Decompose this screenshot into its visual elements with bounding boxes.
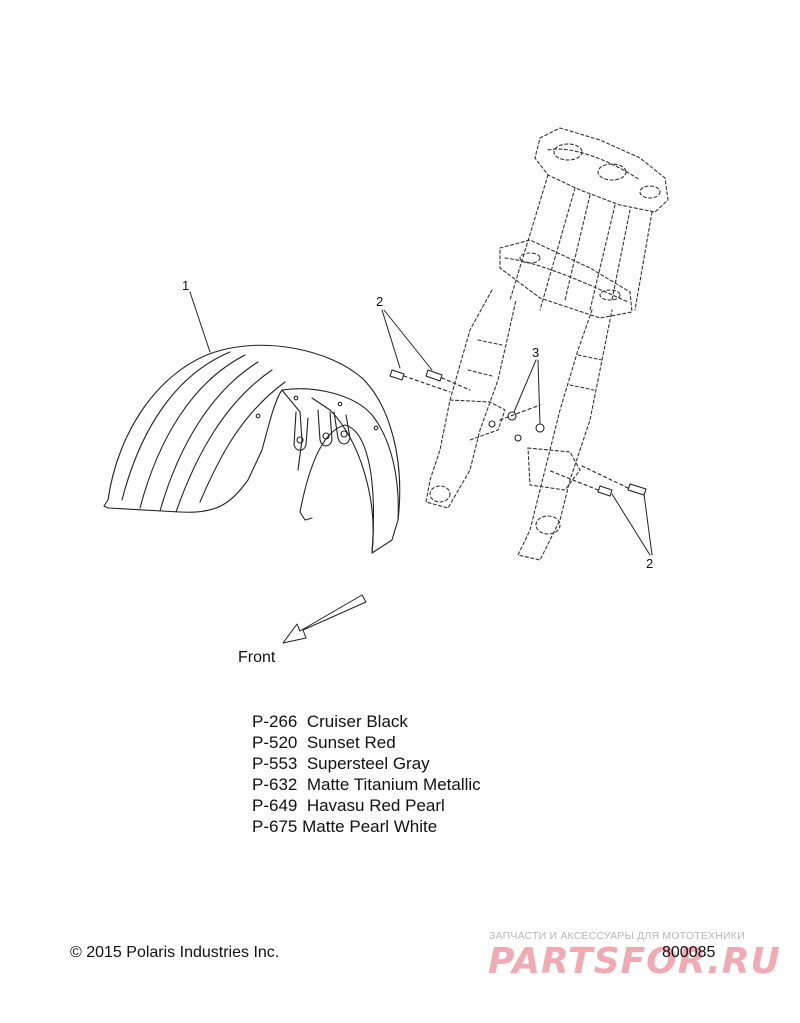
copyright-notice: © 2015 Polaris Industries Inc. bbox=[70, 944, 280, 961]
paint-code: P-266 bbox=[252, 712, 298, 731]
nuts-drawing bbox=[488, 404, 545, 442]
watermark-tagline: ЗАПЧАСТИ И АКСЕССУАРЫ ДЛЯ МОТОТЕХНИКИ bbox=[489, 930, 745, 942]
paint-code: P-675 bbox=[252, 817, 298, 836]
paint-code-row: P-520 Sunset Red bbox=[252, 732, 481, 753]
bolts-lower-drawing bbox=[547, 464, 647, 497]
front-fender-drawing bbox=[103, 344, 401, 554]
callout-3: 3 bbox=[532, 345, 539, 360]
paint-code-row: P-632 Matte Titanium Metallic bbox=[252, 774, 481, 795]
watermark-logo: PARTSFOR.RU bbox=[488, 941, 781, 982]
paint-name: Sunset Red bbox=[306, 733, 396, 752]
paint-code-row: P-649 Havasu Red Pearl bbox=[252, 795, 481, 816]
paint-code: P-649 bbox=[252, 796, 298, 815]
paint-name: Cruiser Black bbox=[306, 712, 408, 731]
callout-1: 1 bbox=[182, 278, 189, 293]
front-direction-arrow bbox=[282, 594, 367, 644]
leader-lines bbox=[189, 291, 653, 556]
paint-name: Matte Pearl White bbox=[302, 817, 438, 836]
paint-code: P-632 bbox=[252, 775, 298, 794]
front-label: Front bbox=[238, 649, 276, 666]
paint-code-row: P-266 Cruiser Black bbox=[252, 711, 481, 732]
callout-2-upper: 2 bbox=[376, 294, 383, 309]
paint-code-row: P-675 Matte Pearl White bbox=[252, 816, 481, 837]
callout-2-lower: 2 bbox=[646, 556, 653, 571]
diagram-number: 800085 bbox=[662, 944, 716, 961]
paint-name: Supersteel Gray bbox=[306, 754, 430, 773]
paint-code: P-553 bbox=[252, 754, 298, 773]
paint-code: P-520 bbox=[252, 733, 298, 752]
paint-code-row: P-553 Supersteel Gray bbox=[252, 753, 481, 774]
paint-name: Havasu Red Pearl bbox=[306, 796, 445, 815]
front-fork-assembly-drawing bbox=[425, 127, 669, 561]
paint-name: Matte Titanium Metallic bbox=[306, 775, 481, 794]
bolts-upper-drawing bbox=[389, 369, 471, 393]
paint-code-list: P-266 Cruiser Black P-520 Sunset Red P-5… bbox=[252, 711, 481, 837]
